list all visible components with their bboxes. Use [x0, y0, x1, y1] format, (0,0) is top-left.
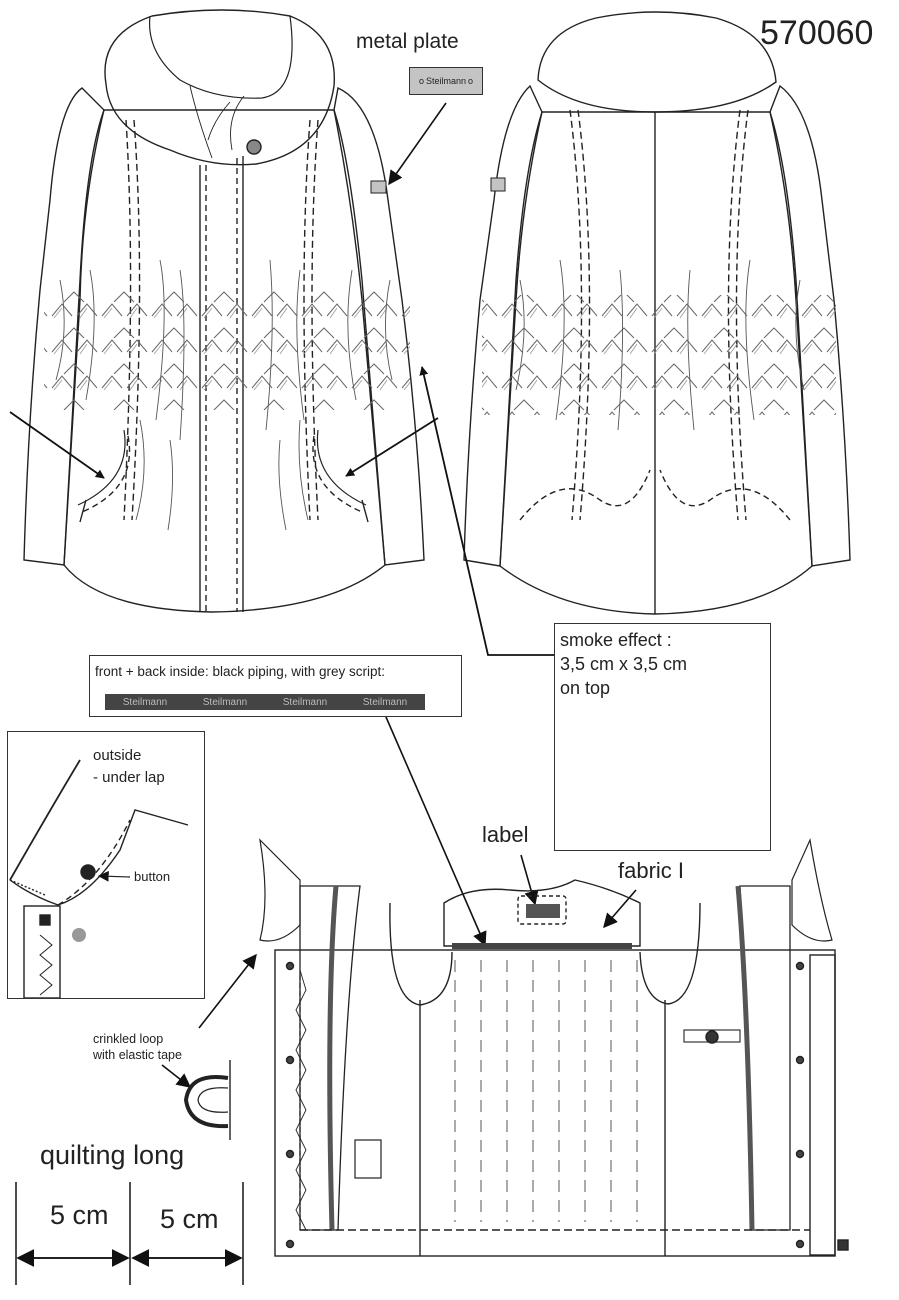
back-metal-plate [490, 177, 506, 192]
front-collar [104, 9, 335, 166]
front-right-sleeve [333, 86, 425, 566]
plate-rivet-icon: o [468, 76, 474, 86]
back-right-sleeve [769, 84, 851, 567]
piping-script: Steilmann [122, 696, 168, 708]
button-detail-box [7, 731, 205, 999]
measurement-right: 5 cm [160, 1204, 219, 1234]
front-collar-button [246, 139, 262, 155]
inside-back-yoke [443, 879, 641, 947]
fabric-callout: fabric I [618, 858, 685, 883]
front-jacket-view [23, 9, 425, 613]
style-number: 570060 [760, 14, 874, 52]
inside-lining-view [259, 837, 849, 1257]
smoke-effect-line: on top [560, 678, 611, 698]
outside-line: outside [93, 747, 142, 764]
crinkled-loop-line: crinkled loop [93, 1032, 164, 1046]
callout-arrows [9, 102, 637, 1088]
smoke-effect-line: smoke effect : [560, 630, 672, 650]
inside-label [517, 895, 567, 925]
under-lap-line: - under lap [93, 769, 165, 786]
front-left-sleeve [23, 87, 105, 566]
plate-rivet-icon: o [418, 76, 424, 86]
smoke-effect-text: smoke effect : 3,5 cm x 3,5 cm on top [560, 628, 687, 700]
measurement-left: 5 cm [50, 1200, 109, 1230]
back-jacket-view [463, 11, 851, 615]
back-left-sleeve [463, 84, 543, 567]
crinkled-loop-label: crinkled loop with elastic tape [93, 1031, 182, 1063]
elastic-tape-line: with elastic tape [93, 1048, 182, 1062]
metal-plate-sample: o Steilmann o [409, 67, 483, 95]
button-detail-graphic [9, 759, 189, 999]
front-metal-plate [370, 180, 387, 194]
quilting-measurement [15, 1182, 244, 1285]
plate-brand: Steilmann [425, 76, 467, 86]
piping-script: Steilmann [282, 696, 328, 708]
piping-note-box: front + back inside: black piping, with … [89, 655, 462, 717]
piping-note-text: front + back inside: black piping, with … [95, 664, 386, 679]
back-collar [537, 11, 777, 113]
outside-under-lap-label: outside - under lap [93, 745, 165, 789]
smoke-effect-line: 3,5 cm x 3,5 cm [560, 654, 688, 674]
metal-plate-label: metal plate [356, 30, 459, 53]
piping-script: Steilmann [202, 696, 248, 708]
inside-pocket-left [354, 1139, 382, 1179]
crinkled-loop-graphic [183, 1060, 231, 1140]
piping-script: Steilmann [362, 696, 408, 708]
button-label: button [134, 869, 171, 884]
quilting-label: quilting long [40, 1140, 185, 1170]
smoke-effect-box: smoke effect : 3,5 cm x 3,5 cm on top [554, 623, 771, 851]
label-callout: label [482, 822, 529, 847]
front-body [63, 109, 386, 613]
piping-sample: Steilmann Steilmann Steilmann Steilmann [105, 694, 425, 710]
